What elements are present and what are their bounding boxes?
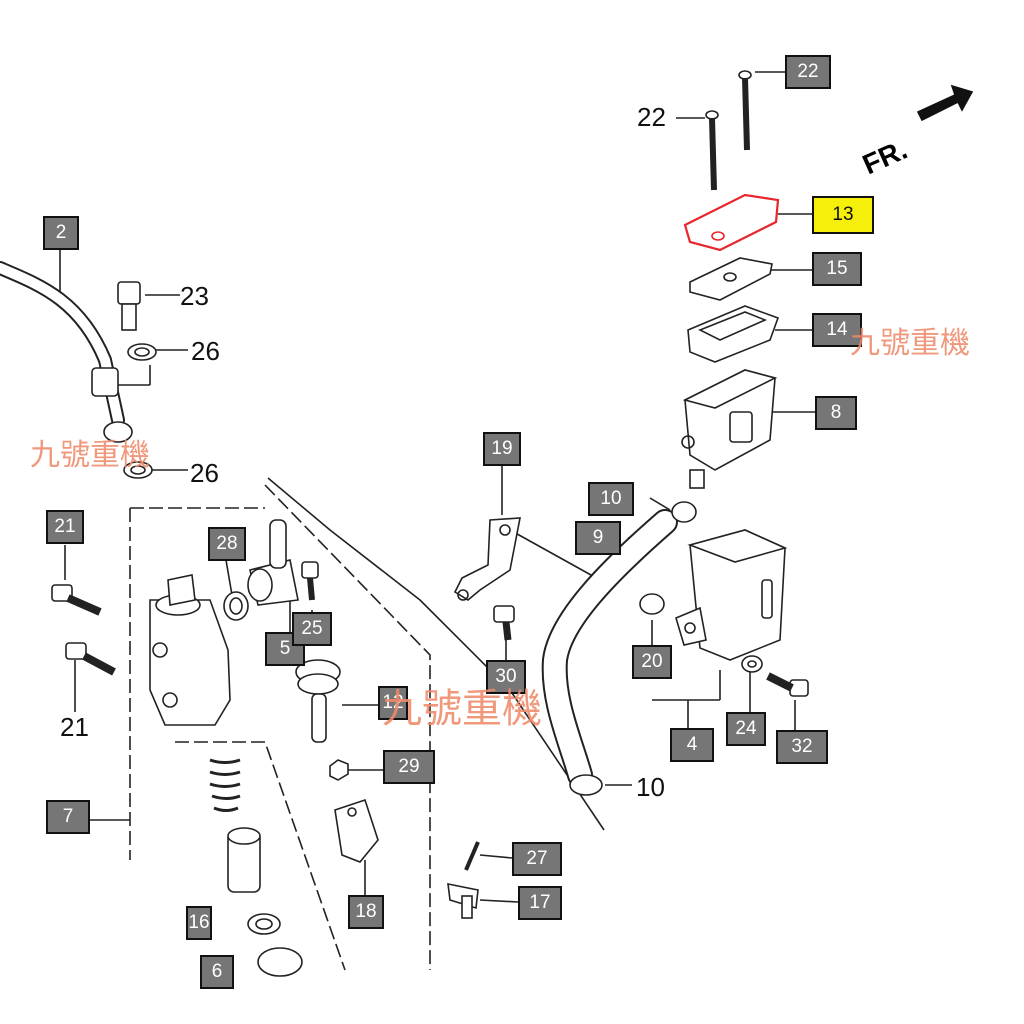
number-26-top: 26 [191,336,220,366]
callout-10: 10 [588,482,634,516]
callout-5: 5 [265,632,305,666]
watermark-right: 九號重機 [850,326,970,361]
watermark-center: 九號重機 [382,686,542,732]
callout-25: 25 [292,612,332,646]
callout-8: 8 [815,396,857,430]
callout-4: 4 [670,728,714,762]
callout-13-highlighted: 13 [812,196,874,234]
callout-20: 20 [632,645,672,679]
callout-6: 6 [200,955,234,989]
callout-17: 17 [518,886,562,920]
watermark-left: 九號重機 [30,438,150,473]
callout-32: 32 [776,730,828,764]
callout-9: 9 [575,521,621,555]
callout-16: 16 [186,906,212,940]
callout-14: 14 [812,313,862,347]
number-26-bottom: 26 [190,458,219,488]
callout-24: 24 [726,712,766,746]
number-22: 22 [637,102,666,132]
number-23: 23 [180,281,209,311]
callout-19: 19 [483,432,521,466]
callout-12: 12 [378,686,408,720]
callout-22: 22 [785,55,831,89]
callout-15: 15 [812,252,862,286]
callout-7: 7 [46,800,90,834]
number-21: 21 [60,712,89,742]
callout-30: 30 [486,660,526,694]
callout-29: 29 [383,750,435,784]
callout-2: 2 [43,216,79,250]
callout-27: 27 [512,842,562,876]
callout-28: 28 [208,527,246,561]
number-10: 10 [636,772,665,802]
callout-18: 18 [348,895,384,929]
callout-21: 21 [46,510,84,544]
